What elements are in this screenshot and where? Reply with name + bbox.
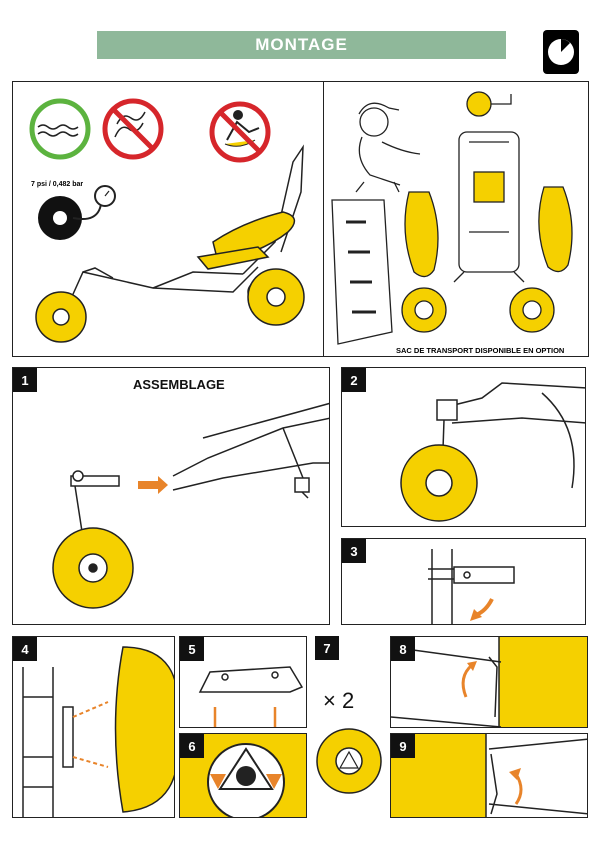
step-8-panel: 8 [390,636,588,728]
rotate-arrow-icon [475,598,494,617]
waves-forbidden-icon [102,98,164,160]
step-5-panel: 5 [179,636,307,728]
transport-bag-illustration [331,199,393,345]
step-number: 1 [13,368,37,392]
no-rider-forbidden-icon [209,101,271,163]
step-number: 2 [342,368,366,392]
rear-wheel-side [114,646,174,813]
step-number: 9 [391,734,415,758]
conditions-panel: 7 psi / 0,482 bar [12,81,324,357]
step-title: ASSEMBLAGE [133,377,225,392]
step-6-panel: 6 [179,733,307,818]
arrow-right-icon [138,476,168,494]
rear-wheel-right [509,287,555,333]
page-title: MONTAGE [255,35,348,54]
person-illustration [355,102,421,193]
float-left [404,191,439,278]
front-wheel [52,527,134,609]
step-number: 4 [13,637,37,661]
calm-water-allowed-icon [29,98,91,160]
folded-frame-illustration [453,131,525,283]
rear-wheel-left [401,287,447,333]
clock-icon [543,30,579,74]
step-number: 7 [315,636,339,660]
step-number: 5 [180,637,204,661]
quantity-multiplier: × 2 [323,688,355,713]
frame-tube-illustration [172,402,329,499]
transport-bag-caption: SAC DE TRANSPORT DISPONIBLE EN OPTION [396,346,564,355]
tire-pressure-gauge-icon [38,185,116,240]
front-wheel-small [466,91,492,117]
step-4-panel: 4 [12,636,175,818]
step-7-panel: 7 × 2 [315,636,383,818]
step-9-panel: 9 [390,733,588,818]
step-3-panel: 3 [341,538,586,625]
step-number: 8 [391,637,415,661]
page-title-banner: MONTAGE [97,31,506,59]
step-1-panel: 1 ASSEMBLAGE [12,367,330,625]
step-number: 6 [180,734,204,758]
pressure-label: 7 psi / 0,482 bar [31,181,83,188]
step-number: 3 [342,539,366,563]
float-right [538,186,573,273]
rotate-arrow-icon [461,663,474,698]
step-2-panel: 2 [341,367,586,527]
front-wheel [400,444,478,522]
parts-panel: SAC DE TRANSPORT DISPONIBLE EN OPTION [323,81,589,357]
beach-wheelchair-illustration [35,144,305,343]
